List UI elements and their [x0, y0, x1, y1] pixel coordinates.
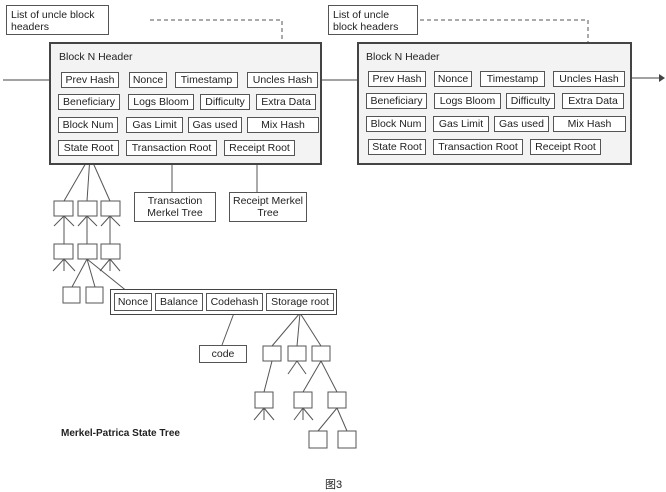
uncle-headers-note-right: List of uncle block headers [328, 5, 418, 35]
uncle-headers-note-left: List of uncle block headers [6, 5, 109, 35]
field-beneficiary: Beneficiary [366, 93, 427, 109]
field-state-root: State Root [368, 139, 426, 155]
account-codehash: Codehash [206, 293, 263, 311]
field-difficulty: Difficulty [200, 94, 250, 110]
field-uncles-hash: Uncles Hash [553, 71, 625, 87]
field-gas-limit: Gas Limit [433, 116, 489, 132]
field-gas-used: Gas used [188, 117, 242, 133]
account-nonce: Nonce [114, 293, 152, 311]
field-prev-hash: Prev Hash [368, 71, 426, 87]
field-state-root: State Root [58, 140, 119, 156]
field-logs-bloom: Logs Bloom [434, 93, 501, 109]
field-gas-limit: Gas Limit [126, 117, 183, 133]
account-balance: Balance [155, 293, 203, 311]
uncle-link-left [150, 19, 283, 73]
field-uncles-hash: Uncles Hash [247, 72, 318, 88]
field-transaction-root: Transaction Root [126, 140, 217, 156]
state-tree-nodes [53, 200, 121, 304]
field-transaction-root: Transaction Root [433, 139, 523, 155]
field-nonce: Nonce [434, 71, 472, 87]
field-extra-data: Extra Data [562, 93, 624, 109]
code-box: code [199, 345, 247, 363]
field-nonce: Nonce [129, 72, 167, 88]
transaction-merkle-tree-box: Transaction Merkel Tree [134, 192, 216, 222]
state-tree-caption: Merkel-Patrica State Tree [61, 428, 180, 439]
storage-tree-nodes [254, 345, 357, 449]
field-block-num: Block Num [58, 117, 118, 133]
field-receipt-root: Receipt Root [530, 139, 601, 155]
field-extra-data: Extra Data [256, 94, 316, 110]
field-difficulty: Difficulty [506, 93, 555, 109]
figure-label: 图3 [325, 479, 343, 491]
receipt-merkle-tree-box: Receipt Merkel Tree [229, 192, 307, 222]
account-storage-root: Storage root [266, 293, 334, 311]
field-gas-used: Gas used [494, 116, 549, 132]
field-beneficiary: Beneficiary [58, 94, 120, 110]
field-receipt-root: Receipt Root [224, 140, 295, 156]
block-header-title: Block N Header [59, 51, 133, 63]
field-logs-bloom: Logs Bloom [128, 94, 194, 110]
field-block-num: Block Num [366, 116, 426, 132]
field-mix-hash: Mix Hash [247, 117, 319, 133]
block-header-title: Block N Header [366, 51, 440, 63]
field-timestamp: Timestamp [175, 72, 238, 88]
field-prev-hash: Prev Hash [61, 72, 119, 88]
field-mix-hash: Mix Hash [553, 116, 626, 132]
field-timestamp: Timestamp [480, 71, 545, 87]
